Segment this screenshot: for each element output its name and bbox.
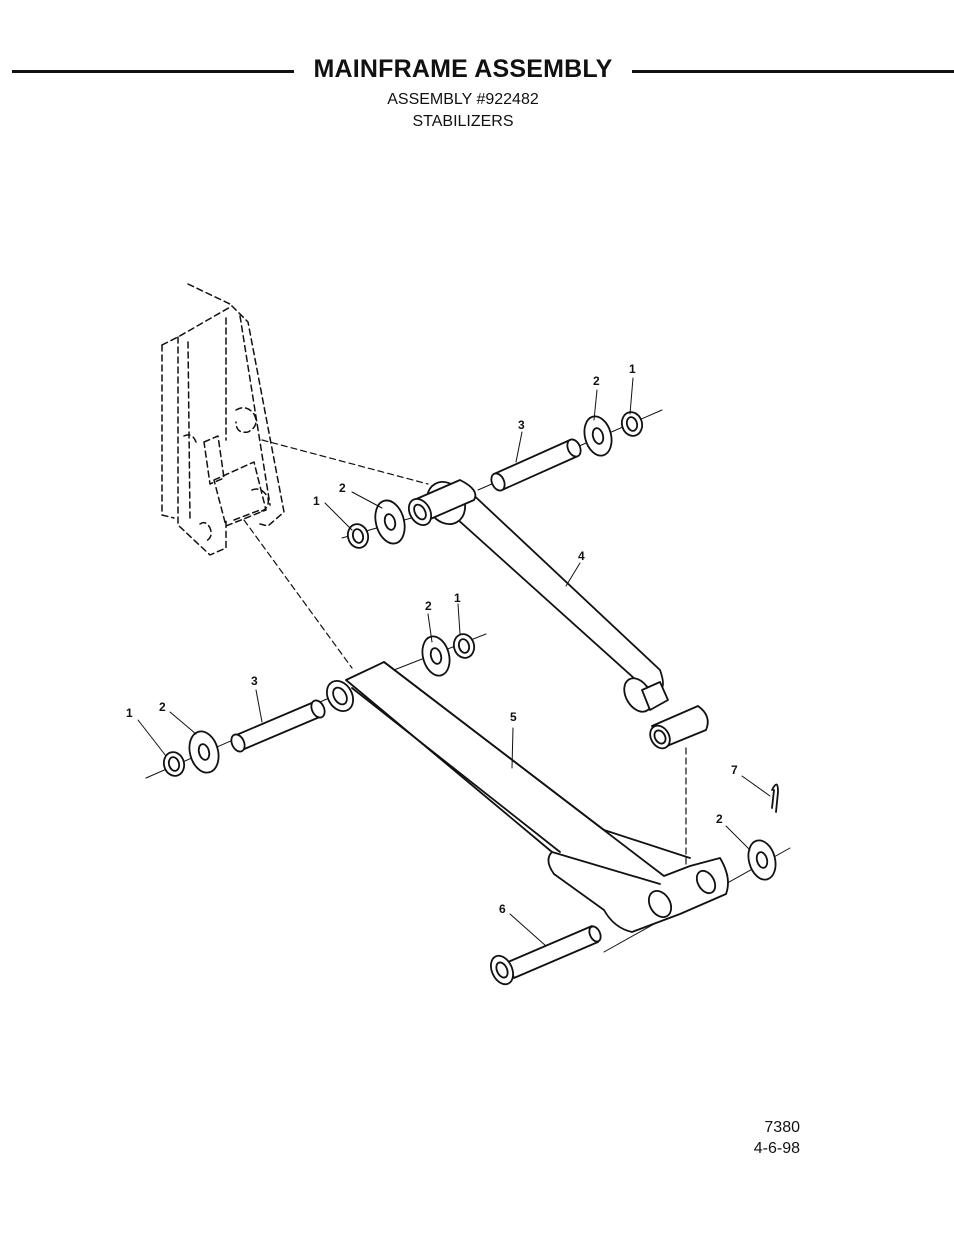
cotter-pin [771,783,779,813]
callout-2: 2 [159,700,166,714]
callout-leaders [137,377,771,947]
title-rule-left [12,70,294,73]
callout-7: 7 [731,763,738,777]
title-rule-right [632,70,954,73]
callout-1: 1 [126,706,133,720]
assembly-number: ASSEMBLY #922482 [387,91,539,108]
subassembly-name: STABILIZERS [412,113,514,130]
callout-3: 3 [251,674,258,688]
upper-stabilizer-tube [407,479,709,750]
callout-3: 3 [518,418,525,432]
alignment-lines [243,439,687,891]
callout-1: 1 [454,591,461,605]
callout-2: 2 [593,374,600,388]
pin-lower [230,699,326,753]
mainframe-dashed-outline [161,283,285,556]
revision-date: 4-6-98 [753,1140,800,1157]
lock-washers [162,411,644,777]
callout-5: 5 [510,710,517,724]
lower-stabilizer-arm [325,661,729,933]
document-footer: 7380 4-6-98 [700,1117,800,1159]
callout-6: 6 [499,902,506,916]
flat-washers [188,415,777,881]
pin-upper [490,438,582,492]
page-number: 7380 [764,1119,800,1136]
callout-1: 1 [629,362,636,376]
pin-headed [490,925,602,986]
callout-1: 1 [313,494,320,508]
callout-2: 2 [339,481,346,495]
callout-2: 2 [425,599,432,613]
callout-2: 2 [716,812,723,826]
page-title: MAINFRAME ASSEMBLY [313,55,613,83]
callout-4: 4 [578,549,585,563]
